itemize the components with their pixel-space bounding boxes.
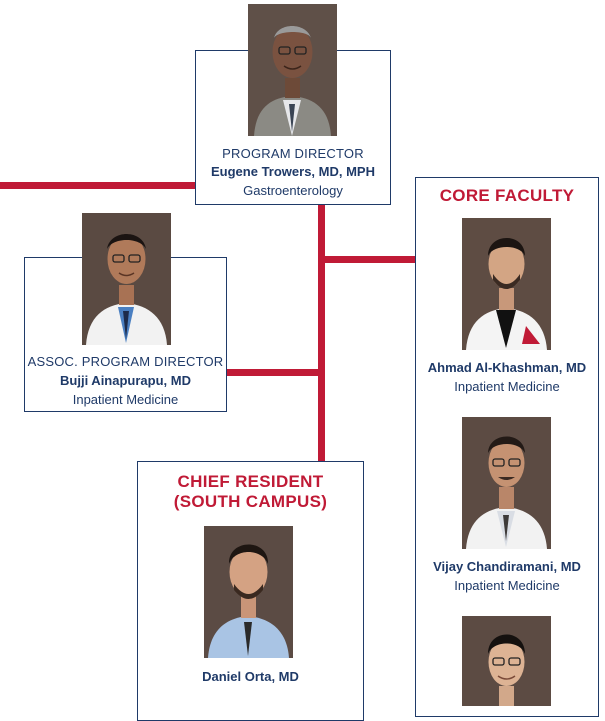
assoc-director-name: Bujji Ainapurapu, MD [60,373,191,388]
faculty-department-1: Inpatient Medicine [454,379,560,394]
connector-left-to-director [0,182,196,189]
person-silhouette-icon [248,4,337,136]
faculty-photo-1 [462,218,551,350]
faculty-name-2: Vijay Chandiramani, MD [433,559,581,574]
faculty-photo-3 [462,616,551,706]
faculty-photo-2 [462,417,551,549]
connector-to-assoc-director [226,369,325,376]
connector-to-core-faculty [318,256,416,263]
chief-resident-photo [204,526,293,658]
person-silhouette-icon [462,616,551,706]
faculty-department-2: Inpatient Medicine [454,578,560,593]
person-silhouette-icon [462,218,551,350]
program-director-photo [248,4,337,136]
chief-resident-heading-line2: (SOUTH CAMPUS) [173,492,328,511]
core-faculty-heading: CORE FACULTY [439,186,575,205]
connector-vertical-trunk [318,204,325,462]
person-silhouette-icon [204,526,293,658]
chief-resident-heading-line1: CHIEF RESIDENT [177,472,324,491]
program-director-name: Eugene Trowers, MD, MPH [211,164,375,179]
assoc-director-photo [82,213,171,345]
chief-resident-name: Daniel Orta, MD [202,669,299,684]
person-silhouette-icon [462,417,551,549]
assoc-director-department: Inpatient Medicine [72,392,179,407]
person-silhouette-icon [82,213,171,345]
program-director-department: Gastroenterology [243,183,343,198]
assoc-director-role: ASSOC. PROGRAM DIRECTOR [27,354,224,369]
faculty-name-1: Ahmad Al-Khashman, MD [427,360,587,375]
program-director-role: PROGRAM DIRECTOR [222,146,364,161]
